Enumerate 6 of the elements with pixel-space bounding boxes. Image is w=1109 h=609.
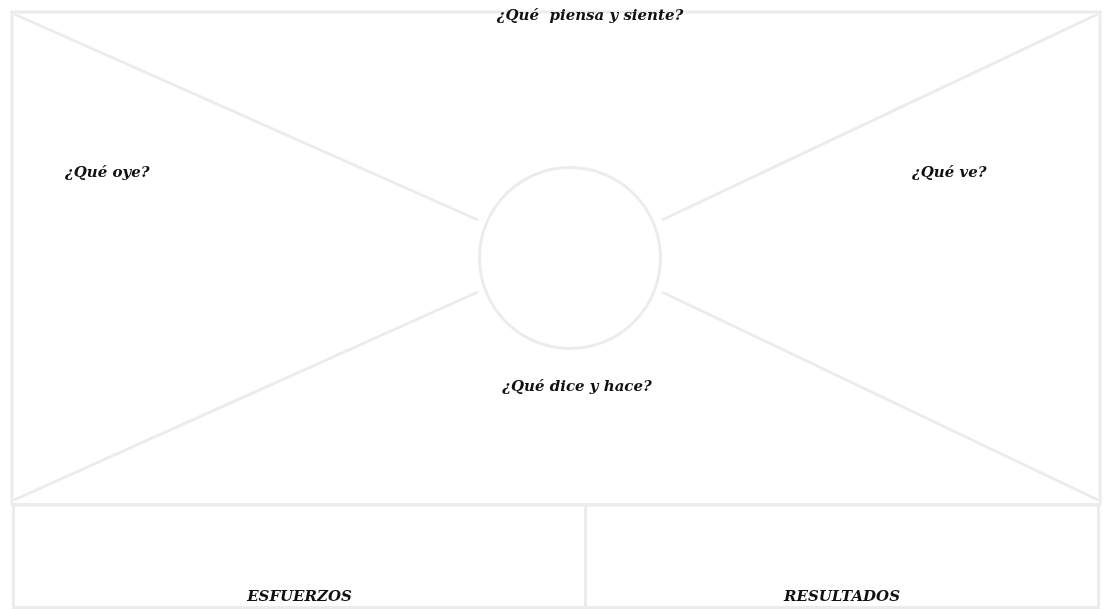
section-heading: ¿Qué oye? [65, 163, 150, 181]
section-heading: ¿Qué dice y hace? [502, 377, 652, 395]
section-heading: ¿Qué ve? [912, 163, 987, 181]
section-heading: ¿Qué piensa y siente? [496, 6, 684, 24]
panel-heading: ESFUERZOS [247, 587, 352, 605]
panel-heading: RESULTADOS [784, 587, 900, 605]
